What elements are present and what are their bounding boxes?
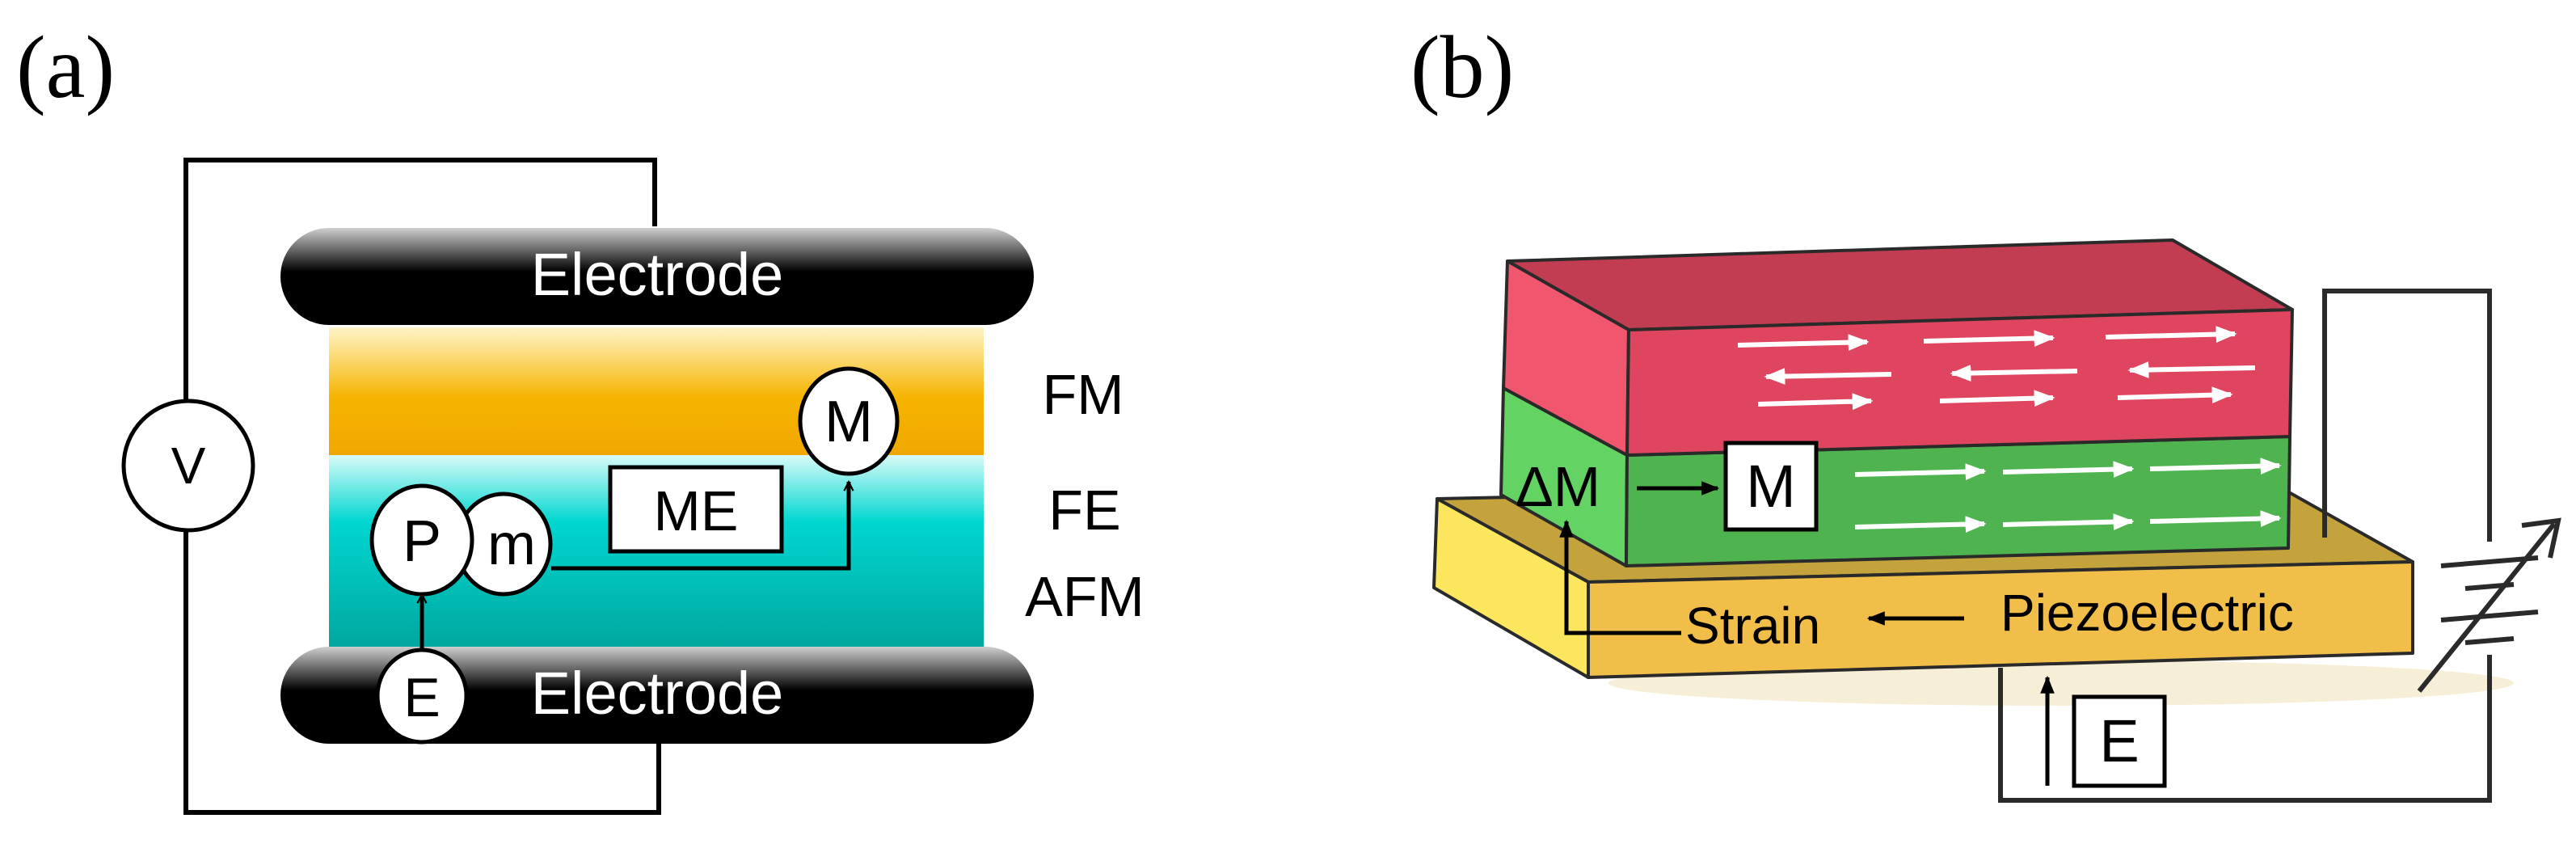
spin-arrow-left <box>1950 365 2078 382</box>
spin-arrow-right <box>1737 334 1870 351</box>
spin-arrow-right <box>1939 390 2055 407</box>
e-box-frame <box>2072 694 2167 788</box>
me-box-frame <box>608 465 784 554</box>
me-box: ME <box>608 465 784 554</box>
variable-battery-icon <box>2417 517 2561 693</box>
electrode-bottom-shape <box>280 647 1034 744</box>
voltmeter-circle <box>121 399 255 533</box>
piezo-label: Piezoelectric <box>2001 584 2294 642</box>
node-M: M <box>798 366 900 476</box>
spin-arrow-right <box>2002 461 2135 478</box>
electrode-top-label: Electrode <box>531 241 784 308</box>
m-box-frame <box>1723 441 1819 532</box>
node-E: E <box>375 648 469 745</box>
circuit-wire-a <box>183 158 661 815</box>
coupling-line-m-to-M <box>551 482 849 571</box>
panel-b: (b) <box>1410 18 2561 803</box>
fm-spin-arrows <box>1854 458 2282 533</box>
node-M-circle <box>798 366 900 476</box>
node-M-label: M <box>824 390 873 454</box>
circuit-wire-b <box>1998 289 2492 803</box>
node-m: m <box>454 492 553 597</box>
spin-arrow-left <box>1764 368 1892 385</box>
node-P-label: P <box>403 509 441 574</box>
spin-arrow-left <box>2127 361 2256 378</box>
red-block <box>1502 238 2294 457</box>
layer-label-afm: AFM <box>1025 565 1145 628</box>
layer-label-fe: FE <box>1048 479 1120 542</box>
delta-m-label: ΔM <box>1516 455 1600 518</box>
spin-arrow-right <box>2149 458 2282 475</box>
electrode-top: Electrode <box>280 228 1034 325</box>
electrode-bottom-label: Electrode <box>531 660 784 727</box>
strain-label: Strain <box>1685 597 1820 655</box>
voltmeter: V <box>121 399 255 533</box>
node-P: P <box>369 483 474 597</box>
voltmeter-label: V <box>171 437 206 495</box>
node-E-label: E <box>403 667 440 728</box>
strain-path <box>1559 519 1681 635</box>
spin-arrow-right <box>2002 513 2135 530</box>
spin-arrow-right <box>1757 393 1874 411</box>
node-P-circle <box>369 483 474 597</box>
m-box-label: M <box>1746 453 1796 520</box>
electrode-bottom: Electrode <box>280 647 1034 744</box>
red-front-face <box>1625 308 2294 457</box>
spin-arrow-right <box>1923 330 2055 347</box>
spin-arrow-right <box>1854 516 1987 533</box>
node-E-circle <box>375 648 469 745</box>
spin-arrow-right <box>2105 326 2237 343</box>
m-box: M <box>1723 441 1819 532</box>
afm-spin-arrows <box>1737 326 2256 411</box>
layer-label-fm: FM <box>1042 363 1124 426</box>
e-box: E <box>2072 694 2167 788</box>
panel-b-label: (b) <box>1410 18 1514 116</box>
electrode-top-shape <box>280 228 1034 325</box>
piezo-front-face <box>1587 560 2414 679</box>
e-box-label: E <box>2099 707 2139 774</box>
panel-a: (a) V Electrode Electrode FM FE AFM <box>16 18 1145 815</box>
panel-a-label: (a) <box>16 18 115 116</box>
spin-arrow-right <box>2149 510 2282 527</box>
node-m-label: m <box>487 513 536 577</box>
me-box-label: ME <box>654 479 739 542</box>
spin-arrow-right <box>1854 463 1987 480</box>
spin-arrow-right <box>2117 386 2233 404</box>
